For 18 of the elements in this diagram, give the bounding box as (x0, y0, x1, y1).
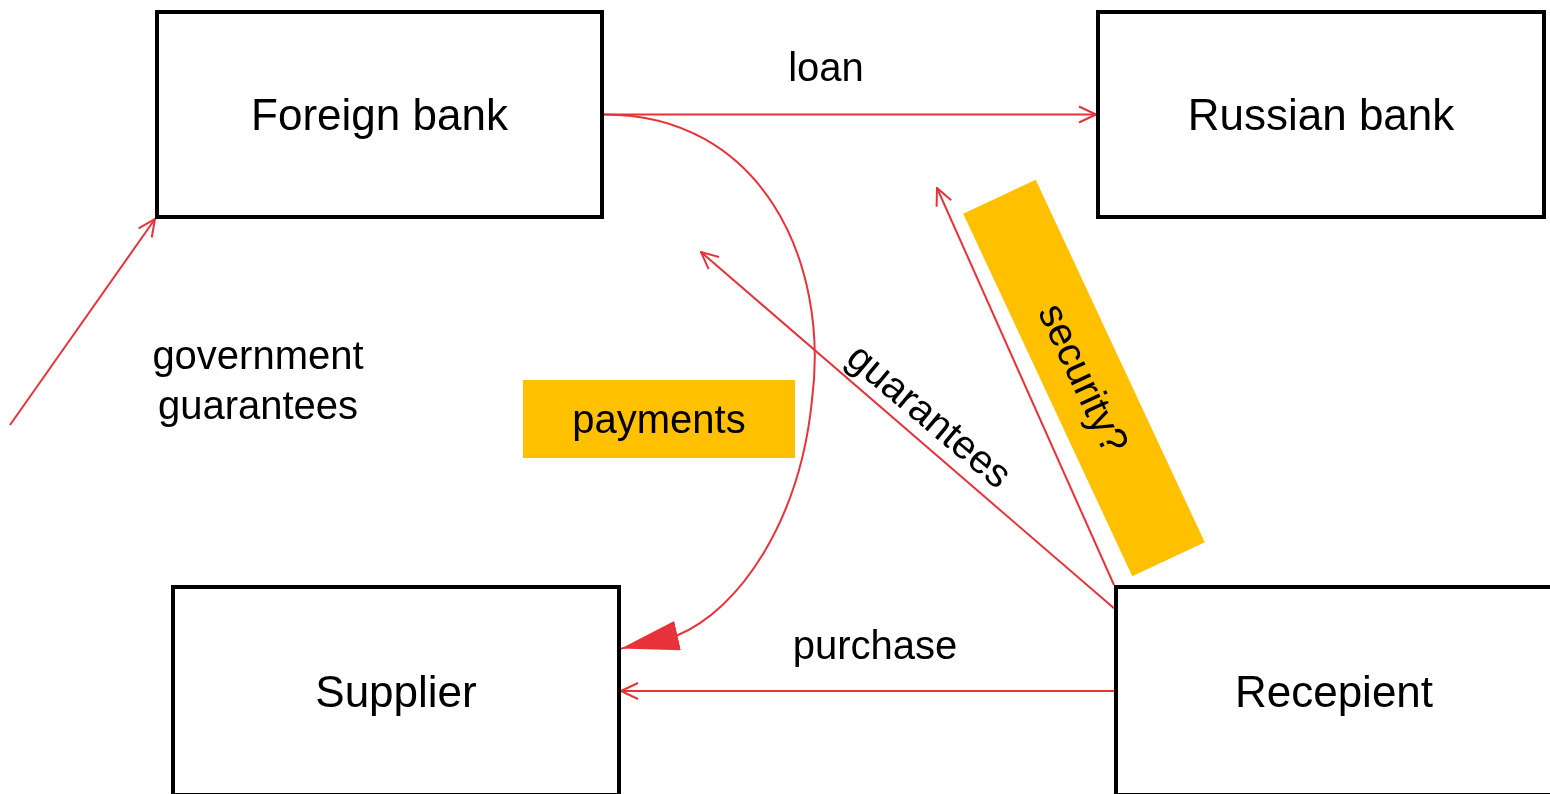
arrow (700, 251, 1115, 610)
entity-box (1096, 10, 1546, 219)
edge-label: government guarantees (151, 332, 365, 429)
edge-label: payments (523, 380, 795, 458)
entity-name: Supplier (315, 665, 477, 718)
arrow (603, 105, 1097, 124)
arrow (620, 682, 1115, 700)
entity-box (155, 10, 604, 219)
entity-box (171, 585, 621, 794)
arrow (935, 187, 1115, 586)
arrow (9, 218, 156, 426)
entity-name: Recepient (1234, 665, 1434, 718)
curved-arrow (603, 113, 816, 651)
entity-name: Foreign bank (251, 89, 508, 141)
entity-name: Russian bank (1187, 89, 1455, 141)
entity-box (1114, 585, 1550, 794)
edge-label: loan (788, 44, 864, 91)
edge-label: purchase (792, 622, 958, 669)
